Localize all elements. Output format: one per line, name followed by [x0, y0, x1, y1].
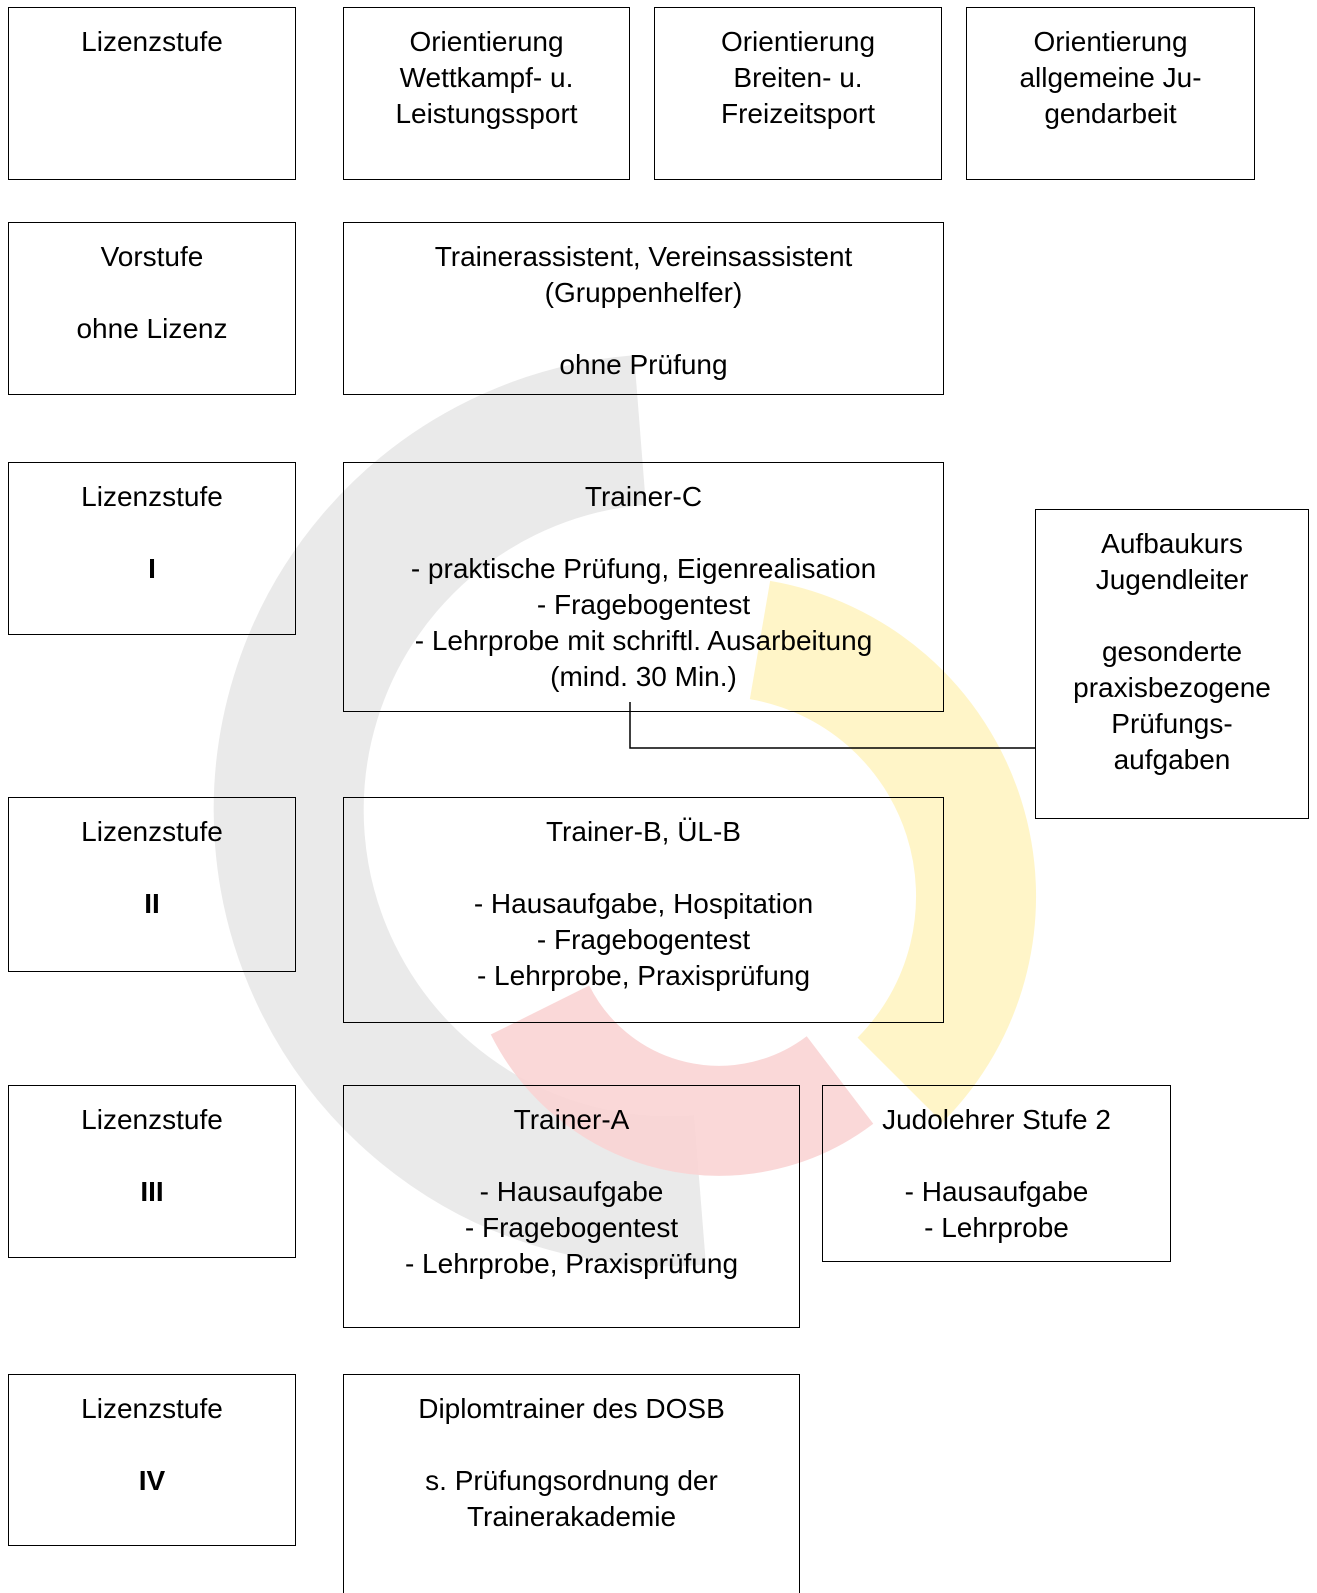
- side-line: - Lehrprobe: [924, 1212, 1069, 1243]
- stage-numeral: III: [140, 1176, 164, 1207]
- content-line: - praktische Prüfung, Eigenrealisation: [410, 553, 877, 584]
- content-line: s. Prüfungsordnung der: [425, 1465, 718, 1496]
- header-recreational-box: Orientierung Breiten- u. Freizeitsport: [654, 7, 942, 180]
- side-line: praxisbezogene: [1073, 672, 1271, 703]
- header-youth-line: gendarbeit: [1044, 98, 1177, 129]
- stage-box-level2: Lizenzstufe II: [8, 797, 296, 972]
- content-line: Trainer-A: [513, 1104, 630, 1135]
- content-line: - Fragebogentest: [536, 589, 751, 620]
- content-box-pre: Trainerassistent, Vereinsassistent (Grup…: [343, 222, 944, 395]
- content-line: (mind. 30 Min.): [550, 661, 737, 692]
- header-competitive-line: Orientierung: [409, 26, 564, 57]
- content-line: Trainerassistent, Vereinsassistent: [434, 241, 853, 272]
- header-recreational-line: Freizeitsport: [720, 98, 876, 129]
- content-line: - Lehrprobe, Praxisprüfung: [404, 1248, 739, 1279]
- content-box-level3: Trainer-A - Hausaufgabe - Fragebogentest…: [343, 1085, 800, 1328]
- header-competitive-line: Leistungssport: [395, 98, 578, 129]
- stage-box-level1: Lizenzstufe I: [8, 462, 296, 635]
- side-box-judolehrer: Judolehrer Stufe 2 - Hausaufgabe - Lehrp…: [822, 1085, 1171, 1262]
- content-box-level4: Diplomtrainer des DOSB s. Prüfungsordnun…: [343, 1374, 800, 1593]
- header-stage-box: Lizenzstufe: [8, 7, 296, 180]
- header-youth-box: Orientierung allgemeine Ju- gendarbeit: [966, 7, 1255, 180]
- stage-subtitle: ohne Lizenz: [76, 313, 228, 344]
- content-line: - Lehrprobe mit schriftl. Ausarbeitung: [414, 625, 873, 656]
- stage-box-pre: Vorstufe ohne Lizenz: [8, 222, 296, 395]
- header-recreational-line: Orientierung: [720, 26, 876, 57]
- header-stage-line: Lizenzstufe: [81, 26, 223, 57]
- content-line: (Gruppenhelfer): [544, 277, 743, 308]
- content-line: - Fragebogentest: [536, 924, 751, 955]
- stage-numeral: I: [148, 553, 156, 584]
- stage-numeral: II: [144, 888, 160, 919]
- content-line: - Hausaufgabe, Hospitation: [473, 888, 814, 919]
- header-recreational-line: Breiten- u.: [733, 62, 863, 93]
- content-line: ohne Prüfung: [559, 349, 728, 380]
- content-line: Trainer-C: [584, 481, 703, 512]
- side-line: Judolehrer Stufe 2: [882, 1104, 1111, 1135]
- stage-title: Lizenzstufe: [81, 1393, 223, 1424]
- content-line: - Hausaufgabe: [479, 1176, 664, 1207]
- stage-title: Vorstufe: [100, 241, 204, 272]
- content-box-level2: Trainer-B, ÜL-B - Hausaufgabe, Hospitati…: [343, 797, 944, 1023]
- header-competitive-line: Wettkampf- u.: [399, 62, 574, 93]
- content-box-level1: Trainer-C - praktische Prüfung, Eigenrea…: [343, 462, 944, 712]
- watermark-gray-arc: [213, 355, 706, 1267]
- header-youth-line: Orientierung: [1033, 26, 1188, 57]
- side-line: Aufbaukurs: [1101, 528, 1243, 559]
- watermark-yellow-arc: [748, 580, 1036, 1123]
- side-line: - Hausaufgabe: [904, 1176, 1089, 1207]
- stage-title: Lizenzstufe: [81, 816, 223, 847]
- header-youth-line: allgemeine Ju-: [1019, 62, 1202, 93]
- side-line: gesonderte: [1101, 636, 1243, 667]
- side-box-aufbaukurs: Aufbaukurs Jugendleiter gesonderte praxi…: [1035, 509, 1309, 819]
- watermark-red-arc: [490, 984, 874, 1176]
- content-line: Trainer-B, ÜL-B: [545, 816, 741, 847]
- side-line: Jugendleiter: [1095, 564, 1249, 595]
- content-line: - Fragebogentest: [464, 1212, 679, 1243]
- side-line: aufgaben: [1113, 744, 1231, 775]
- content-line: Diplomtrainer des DOSB: [418, 1393, 725, 1424]
- stage-box-level3: Lizenzstufe III: [8, 1085, 296, 1258]
- content-line: Trainerakademie: [466, 1501, 677, 1532]
- stage-title: Lizenzstufe: [81, 481, 223, 512]
- header-competitive-box: Orientierung Wettkampf- u. Leistungsspor…: [343, 7, 630, 180]
- side-line: Prüfungs-: [1111, 708, 1233, 739]
- stage-box-level4: Lizenzstufe IV: [8, 1374, 296, 1546]
- stage-numeral: IV: [138, 1465, 166, 1496]
- content-line: - Lehrprobe, Praxisprüfung: [476, 960, 811, 991]
- stage-title: Lizenzstufe: [81, 1104, 223, 1135]
